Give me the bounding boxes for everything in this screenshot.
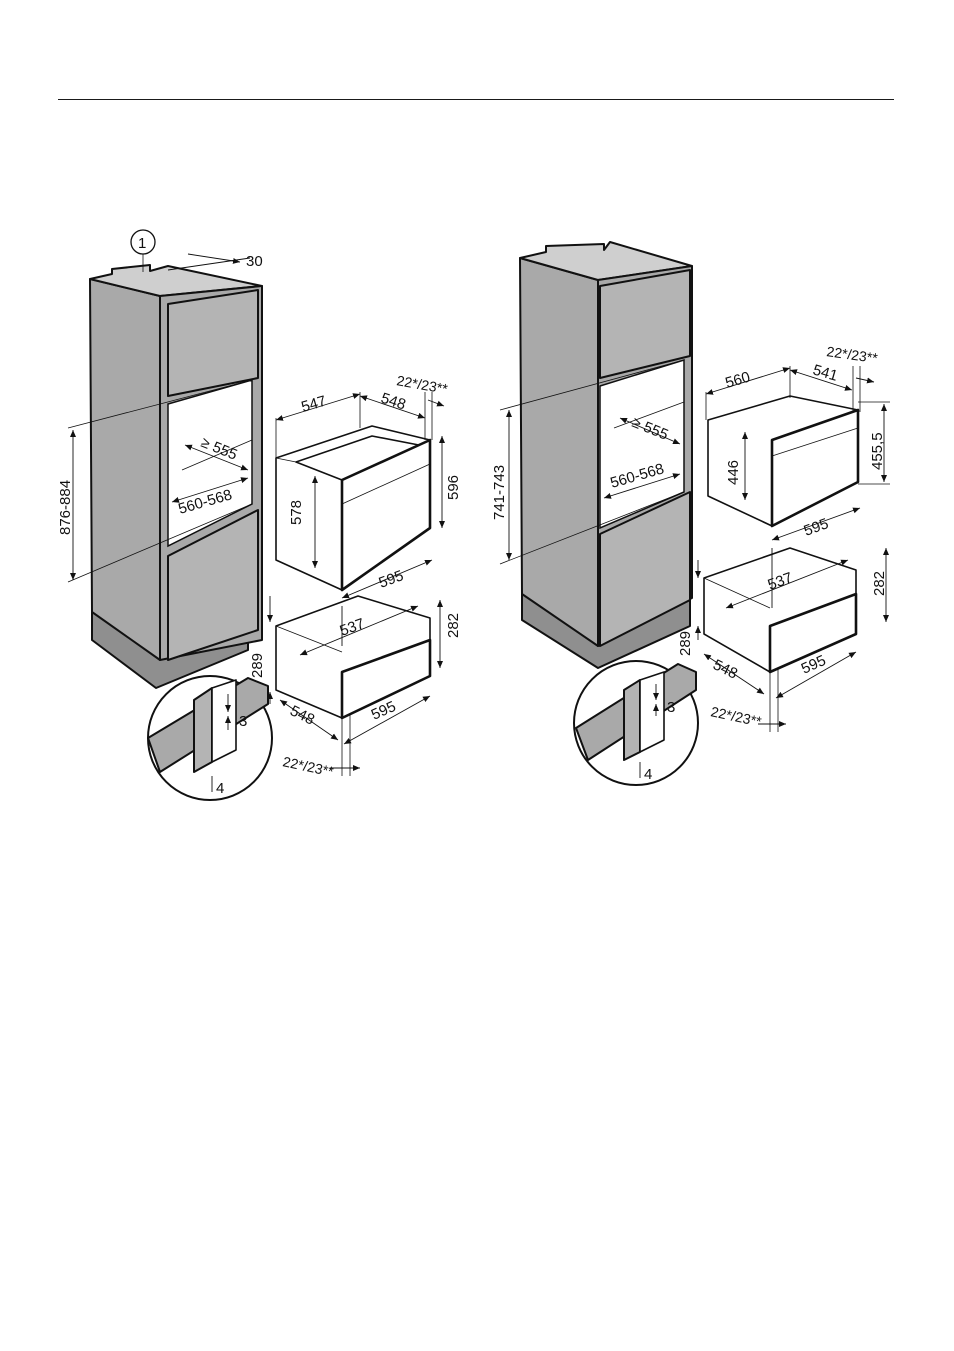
right-appliance-inner-height: 446 <box>725 460 742 485</box>
right-appliance-front: 22*/23** <box>826 343 880 366</box>
right-drawer-total: 289 <box>677 631 694 656</box>
right-detail-circle: 3 4 <box>574 661 698 785</box>
marker-label: 1 <box>138 235 146 252</box>
left-oven-height: 596 <box>445 475 462 500</box>
left-niche-height: 876-884 <box>57 480 74 535</box>
left-drawer <box>276 596 430 718</box>
right-drawer-body-depth: 548 <box>710 656 740 682</box>
left-cabinet <box>90 265 262 688</box>
left-oven-width: 595 <box>377 567 406 592</box>
left-detail-bottom: 4 <box>216 780 224 797</box>
right-drawer-front: 22*/23** <box>709 703 763 729</box>
left-drawer-front: 22*/23** <box>281 753 335 779</box>
left-drawer-total: 289 <box>249 653 266 678</box>
right-detail-gap: 3 <box>667 699 675 716</box>
right-drawer <box>704 548 856 672</box>
right-appliance-width: 595 <box>802 515 831 540</box>
left-drawer-height: 282 <box>445 613 462 638</box>
left-oven-depth: 547 <box>299 393 328 416</box>
right-appliance-body-depth: 541 <box>811 362 840 385</box>
right-drawer-height: 282 <box>871 571 888 596</box>
left-oven-front: 22*/23** <box>395 372 449 397</box>
right-appliance-height: 455,5 <box>869 432 886 470</box>
right-cabinet <box>520 242 692 668</box>
left-top-gap: 30 <box>246 253 263 270</box>
left-oven-inner-height: 578 <box>288 500 305 525</box>
right-appliance-depth: 560 <box>723 369 752 392</box>
right-detail-bottom: 4 <box>644 766 652 783</box>
left-detail-gap: 3 <box>239 713 247 730</box>
left-detail-circle: 3 4 <box>148 676 272 800</box>
left-oven-body-depth: 548 <box>379 390 408 414</box>
right-niche-height: 741-743 <box>491 465 508 520</box>
